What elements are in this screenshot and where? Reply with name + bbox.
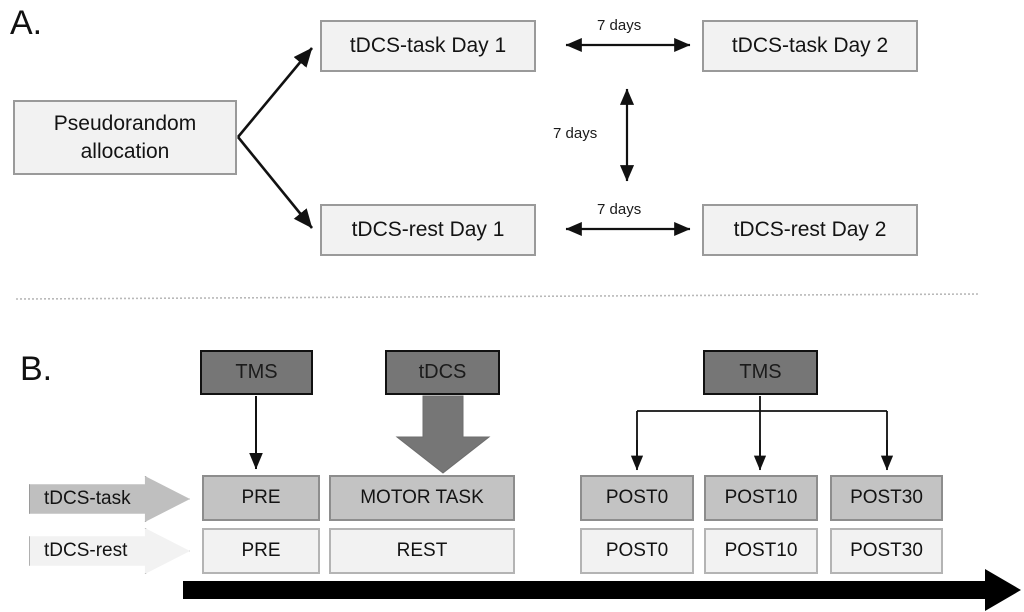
tdcs-rest-day1-box: tDCS-rest Day 1 bbox=[320, 204, 536, 256]
task-block-pre: PRE bbox=[202, 475, 320, 521]
interval-label-task-days: 7 days bbox=[597, 17, 642, 34]
task-block-motor-task: MOTOR TASK bbox=[329, 475, 515, 521]
panel-divider bbox=[15, 293, 981, 300]
task-block-post30: POST30 bbox=[830, 475, 943, 521]
allocation-to-task-arrow bbox=[237, 47, 313, 138]
interval-label-rest-days: 7 days bbox=[597, 201, 642, 218]
tms-post-distribution-line bbox=[636, 396, 888, 466]
group-tag-tdcs-rest: tDCS-rest bbox=[29, 528, 190, 574]
tdcs-task-day2-box: tDCS-task Day 2 bbox=[702, 20, 918, 72]
rest-block-pre: PRE bbox=[202, 528, 320, 574]
task-block-post0: POST0 bbox=[580, 475, 694, 521]
panel-a-letter: A. bbox=[10, 4, 43, 42]
task-block-post10: POST10 bbox=[704, 475, 818, 521]
rest-block-post30: POST30 bbox=[830, 528, 943, 574]
timeline-arrow bbox=[183, 569, 1021, 611]
rest-block-post0: POST0 bbox=[580, 528, 694, 574]
allocation-line-2: allocation bbox=[80, 139, 170, 163]
pseudorandom-allocation-box: Pseudorandom allocation bbox=[13, 100, 237, 175]
tdcs-rest-day2-box: tDCS-rest Day 2 bbox=[702, 204, 918, 256]
panel-b-letter: B. bbox=[20, 350, 53, 388]
allocation-to-rest-arrow bbox=[236, 136, 314, 229]
rest-block-post10: POST10 bbox=[704, 528, 818, 574]
tdcs-block-arrow bbox=[395, 395, 491, 474]
rest-block-rest: REST bbox=[329, 528, 515, 574]
allocation-line-1: Pseudorandom bbox=[53, 112, 197, 136]
tdcs-task-day1-box: tDCS-task Day 1 bbox=[320, 20, 536, 72]
tms-box-post: TMS bbox=[703, 350, 818, 395]
tms-box-pre: TMS bbox=[200, 350, 313, 395]
group-tag-tdcs-task: tDCS-task bbox=[29, 476, 190, 522]
tdcs-box: tDCS bbox=[385, 350, 500, 395]
interval-label-between-groups: 7 days bbox=[553, 125, 598, 142]
